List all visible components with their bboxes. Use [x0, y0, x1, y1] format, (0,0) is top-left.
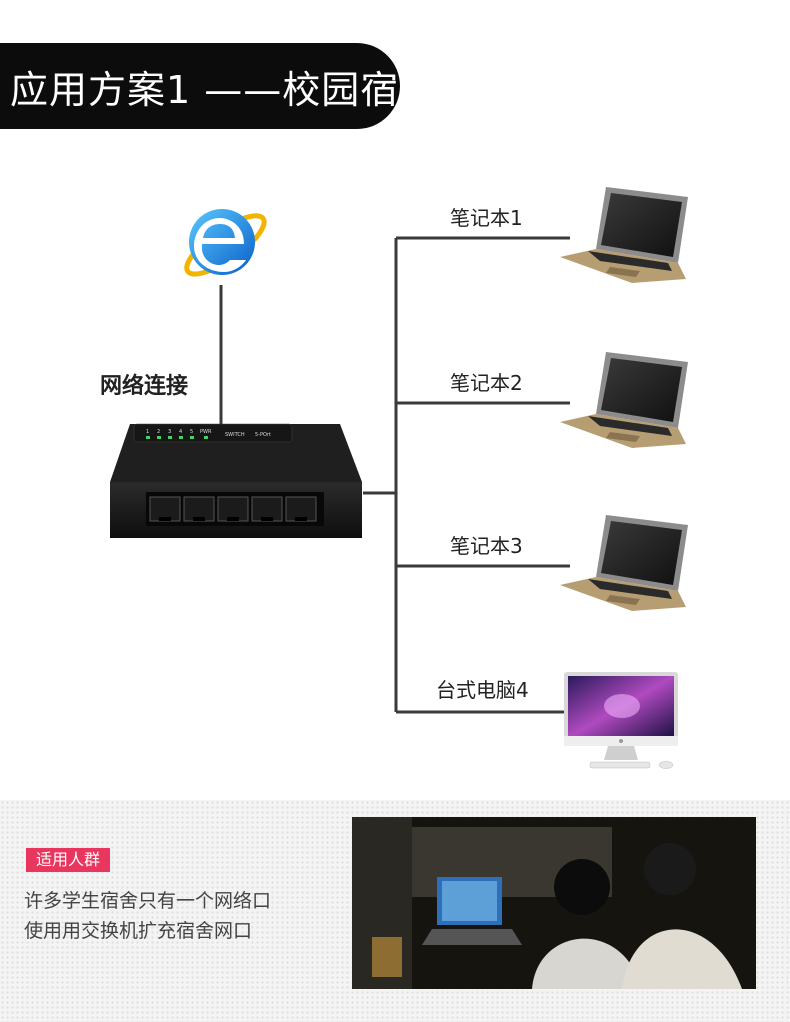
port-number-4: 4 [179, 429, 182, 435]
port-number-5: 5 [190, 429, 193, 435]
port-number-1: 1 [146, 429, 149, 435]
audience-line-1: 许多学生宿舍只有一个网络口 [24, 890, 272, 912]
laptop-icon-1 [560, 187, 688, 283]
desktop-computer-icon [564, 672, 678, 769]
port-count-label: 5-POrt [255, 432, 271, 438]
dorm-photo-illustration [352, 817, 756, 989]
network-switch: 1 2 3 4 5 PWR SWITCH 5-POrt [110, 423, 362, 538]
title-banner: 应用方案1 ——校园宿舍 [0, 43, 437, 129]
switch-led-panel [133, 423, 293, 443]
laptop-icon-3 [560, 515, 688, 611]
switch-brand-label: SWITCH [225, 432, 245, 438]
audience-line-2: 使用用交换机扩充宿舍网口 [24, 920, 253, 942]
device-label-4: 台式电脑4 [436, 678, 529, 702]
network-connection-label: 网络连接 [100, 374, 189, 399]
port-notches [159, 517, 307, 521]
device-label-2: 笔记本2 [450, 371, 523, 395]
dorm-photo [352, 817, 756, 989]
laptop-icon-2 [560, 352, 688, 448]
network-diagram: 1 2 3 4 5 PWR SWITCH 5-POrt [110, 187, 688, 769]
pwr-label: PWR [200, 429, 212, 435]
audience-badge: 适用人群 [26, 848, 111, 872]
switch-led-indicators [146, 436, 208, 439]
connection-lines [219, 236, 570, 714]
port-number-2: 2 [157, 429, 160, 435]
port-number-3: 3 [168, 429, 171, 435]
page-title: 应用方案1 ——校园宿舍 [10, 67, 439, 112]
internet-explorer-icon [184, 209, 267, 277]
device-label-3: 笔记本3 [450, 534, 523, 558]
device-label-1: 笔记本1 [450, 206, 523, 230]
